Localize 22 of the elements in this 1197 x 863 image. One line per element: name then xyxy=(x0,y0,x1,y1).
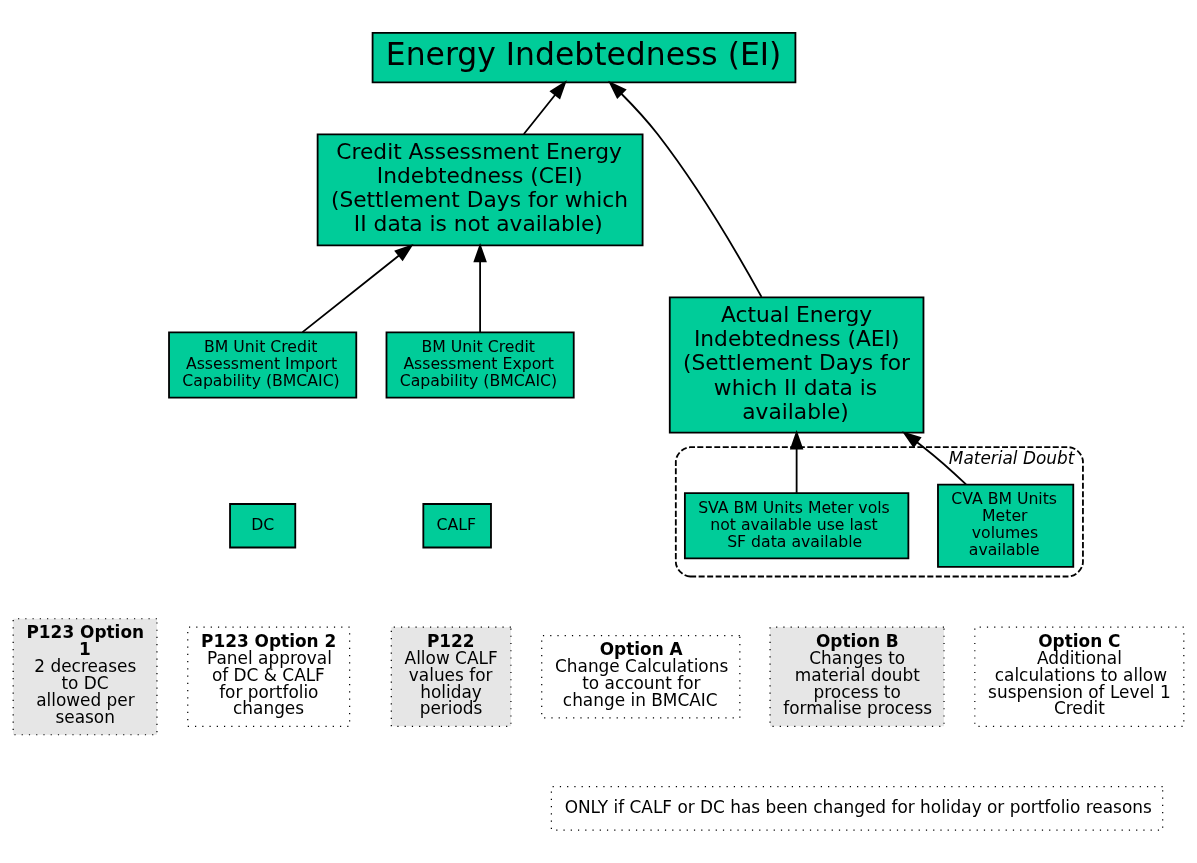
arrow xyxy=(522,80,567,135)
node-box: Option C Additional calculations to allow suspension of Level 1 Credit xyxy=(974,626,1185,727)
node-box: BM Unit Credit Assessment Import Capability (BMCAIC) xyxy=(168,331,358,399)
node-box: CVA BM Units Meter volumes available xyxy=(937,483,1075,568)
node-box: P123 Option 1 2 decreases to DC allowed per season xyxy=(12,618,158,736)
node-box: CALF xyxy=(422,503,492,549)
node-box: BM Unit Credit Assessment Export Capability (BMCAIC) xyxy=(385,331,575,399)
arrow xyxy=(901,431,967,486)
node-box: P123 Option 2 Panel approval of DC & CALF for portfolio changes xyxy=(187,626,351,727)
node-box: Option A Change Calculations to account for change in BMCAIC xyxy=(541,635,741,719)
node-box: SVA BM Units Meter vols not available use last SF data available xyxy=(683,492,910,560)
node-box: ONLY if CALF or DC has been changed for holiday or portfolio reasons xyxy=(550,786,1164,831)
arrow xyxy=(608,80,763,298)
arrow xyxy=(789,430,804,494)
node-box: P122 Allow CALF values for holiday periods xyxy=(390,626,512,727)
node-box: Energy Indebtedness (EI) xyxy=(371,31,797,84)
node-box: Option B Changes to material doubt process to formalise process xyxy=(769,626,945,727)
arrow xyxy=(301,243,414,334)
arrow xyxy=(473,242,487,334)
node-box: DC xyxy=(229,503,297,549)
node-box: Credit Assessment Energy Indebtedness (CEI) (Settlement Days for which II data is not available) xyxy=(316,133,644,247)
node-box: Actual Energy Indebtedness (AEI) (Settlement Days for which II data is available) xyxy=(668,296,925,434)
